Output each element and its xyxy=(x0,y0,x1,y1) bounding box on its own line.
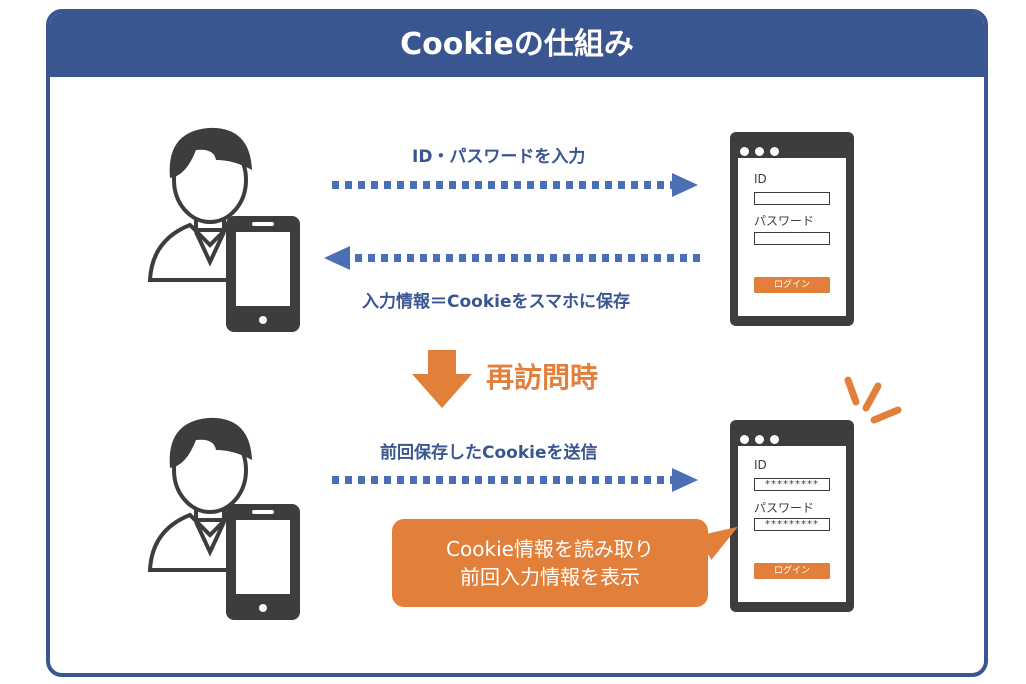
arrow-left-icon xyxy=(324,246,700,270)
send-credentials-label: ID・パスワードを入力 xyxy=(412,147,586,167)
diagram-title: Cookieの仕組み xyxy=(50,13,984,77)
browser-window: ID パスワード ログイン xyxy=(730,132,854,326)
emphasis-icon xyxy=(844,376,902,424)
smartphone-icon xyxy=(226,504,300,620)
login-button[interactable]: ログイン xyxy=(754,277,830,293)
send-cookie-label: 前回保存したCookieを送信 xyxy=(380,443,598,463)
password-label: パスワード xyxy=(754,214,815,228)
login-button[interactable]: ログイン xyxy=(754,563,830,579)
speech-bubble: Cookie情報を読み取り 前回入力情報を表示 xyxy=(392,519,708,607)
window-dots xyxy=(740,141,785,160)
id-field[interactable] xyxy=(754,192,830,205)
id-field[interactable]: ********* xyxy=(754,478,830,491)
save-cookie-label: 入力情報＝Cookieをスマホに保存 xyxy=(362,292,630,312)
browser-window: ID ********* パスワード ********* ログイン xyxy=(730,420,854,612)
browser-screen: ID ********* パスワード ********* ログイン xyxy=(738,446,846,602)
password-label: パスワード xyxy=(754,501,815,515)
arrow-down-icon xyxy=(412,350,472,408)
arrow-right-icon xyxy=(332,173,698,197)
window-dots xyxy=(740,429,785,448)
browser-screen: ID パスワード ログイン xyxy=(738,158,846,316)
bubble-line-2: 前回入力情報を表示 xyxy=(460,565,640,589)
password-field[interactable] xyxy=(754,232,830,245)
user-icon xyxy=(147,417,273,572)
password-field[interactable]: ********* xyxy=(754,518,830,531)
smartphone-icon xyxy=(226,216,300,332)
bubble-line-1: Cookie情報を読み取り xyxy=(446,537,654,561)
revisit-label: 再訪問時 xyxy=(486,361,599,394)
arrow-right-icon xyxy=(332,468,698,492)
id-label: ID xyxy=(754,172,767,186)
id-label: ID xyxy=(754,458,767,472)
